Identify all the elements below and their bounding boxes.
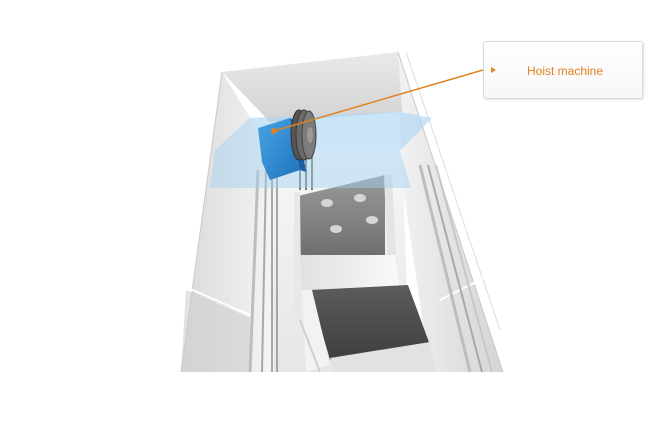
shaft-left-wall bbox=[181, 72, 274, 372]
car-light bbox=[321, 199, 333, 207]
elevator-car bbox=[294, 175, 436, 373]
guide-rail bbox=[248, 169, 260, 373]
hoist-motor-block bbox=[258, 118, 300, 180]
sheave-hub bbox=[307, 127, 313, 143]
car-frame-left bbox=[294, 192, 302, 372]
car-body-front bbox=[302, 290, 330, 372]
callout-label: Hoist machine bbox=[526, 64, 604, 78]
callout-arrow-icon bbox=[491, 67, 496, 73]
guide-rail bbox=[435, 164, 493, 373]
car-upper-band bbox=[300, 255, 400, 290]
car-floor bbox=[330, 342, 436, 372]
callout-leader-line bbox=[273, 69, 484, 132]
landing-line bbox=[185, 286, 253, 317]
callout-leader-dot bbox=[271, 128, 277, 134]
guide-rail bbox=[261, 169, 267, 373]
shaft-ceiling bbox=[222, 52, 402, 122]
car-light bbox=[330, 225, 342, 233]
car-frame-line bbox=[299, 319, 321, 373]
hoist-machine-icon bbox=[258, 109, 317, 180]
sheave-icon bbox=[290, 109, 317, 161]
car-light bbox=[354, 194, 366, 202]
wall-edge-line bbox=[397, 51, 504, 373]
guide-rail bbox=[418, 164, 472, 373]
car-light bbox=[366, 216, 378, 224]
car-body bbox=[310, 285, 430, 360]
guide-rail bbox=[427, 164, 483, 373]
lower-landing-left bbox=[181, 290, 252, 372]
callout-box: Hoist machine bbox=[483, 41, 643, 99]
wall-edge-line bbox=[405, 51, 501, 331]
